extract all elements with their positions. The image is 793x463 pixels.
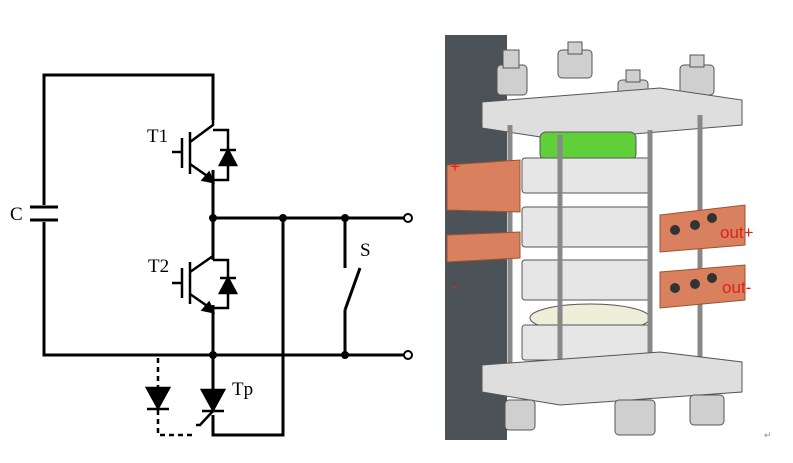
label-t1: T1	[147, 126, 168, 147]
thyristor-tp-symbol	[196, 388, 227, 427]
label-minus: -	[452, 277, 458, 296]
label-tp: Tp	[232, 379, 253, 400]
terminals	[403, 213, 413, 360]
bottom-bolts	[504, 394, 725, 436]
top-plate	[481, 87, 743, 141]
junction-nodes	[209, 214, 349, 359]
label-out-plus: out+	[720, 223, 754, 242]
label-out-minus: out-	[722, 278, 751, 297]
clamp-stack	[521, 157, 651, 361]
green-disc	[539, 131, 637, 161]
label-plus: +	[450, 157, 460, 176]
igbt-t2-symbol	[172, 253, 239, 314]
igbt-t1-symbol	[172, 120, 239, 184]
busbar-bolts	[670, 213, 717, 293]
label-s: S	[360, 240, 371, 261]
busbars	[446, 159, 746, 309]
wires	[42, 73, 405, 437]
label-c: C	[10, 204, 23, 225]
paragraph-mark: ↵	[764, 430, 772, 440]
capacitor-symbol	[30, 205, 58, 222]
dashed-diode-symbol	[144, 358, 196, 437]
label-t2: T2	[148, 256, 169, 277]
bottom-plate	[481, 351, 743, 406]
